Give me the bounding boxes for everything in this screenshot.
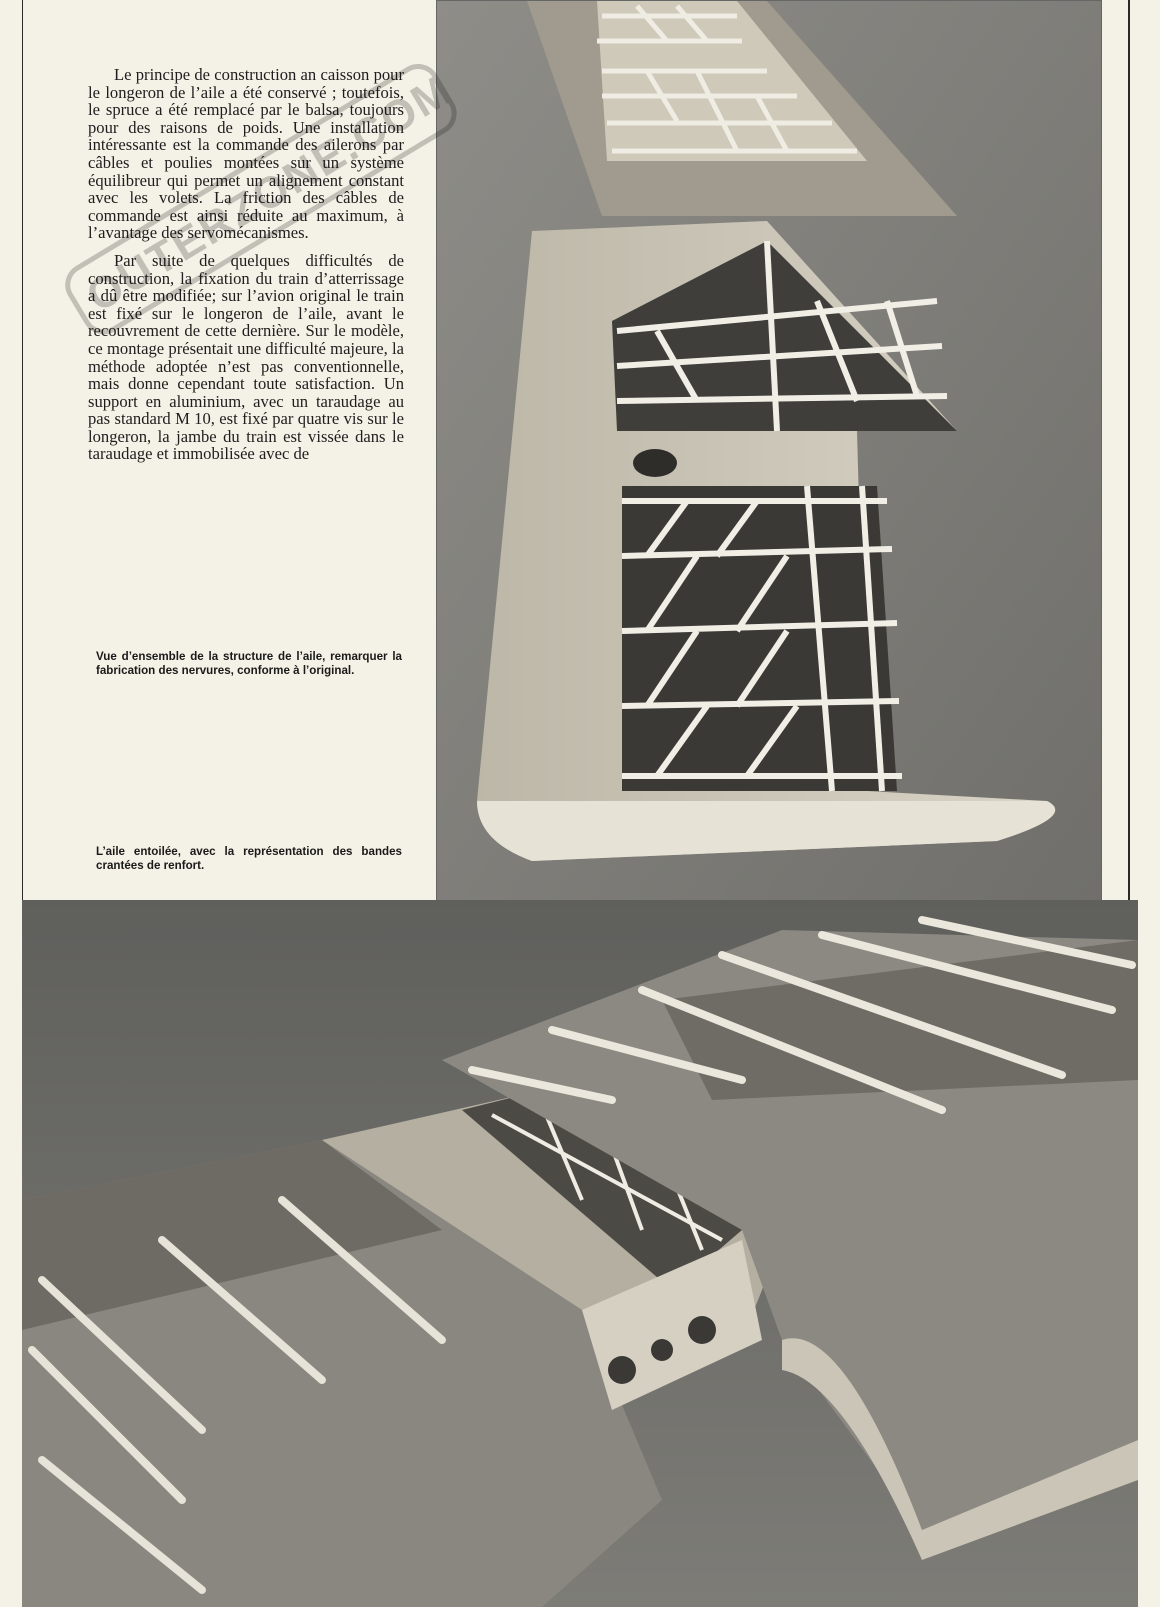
article-body: Le principe de construction an caisson p… <box>88 66 404 473</box>
right-page-rule <box>1128 0 1130 900</box>
caption-covered-wing: L’aile entoilée, avec la représentation … <box>96 845 402 872</box>
paragraph-landing-gear: Par suite de quelques difficultés de con… <box>88 250 404 464</box>
caption-wing-structure: Vue d’ensemble de la structure de l’aile… <box>96 650 402 677</box>
photo-wing-structure <box>436 0 1102 945</box>
paragraph-spar-construction: Le principe de construction an caisson p… <box>88 65 404 243</box>
photo-covered-wing <box>22 900 1138 1607</box>
left-column-rule <box>22 0 23 900</box>
